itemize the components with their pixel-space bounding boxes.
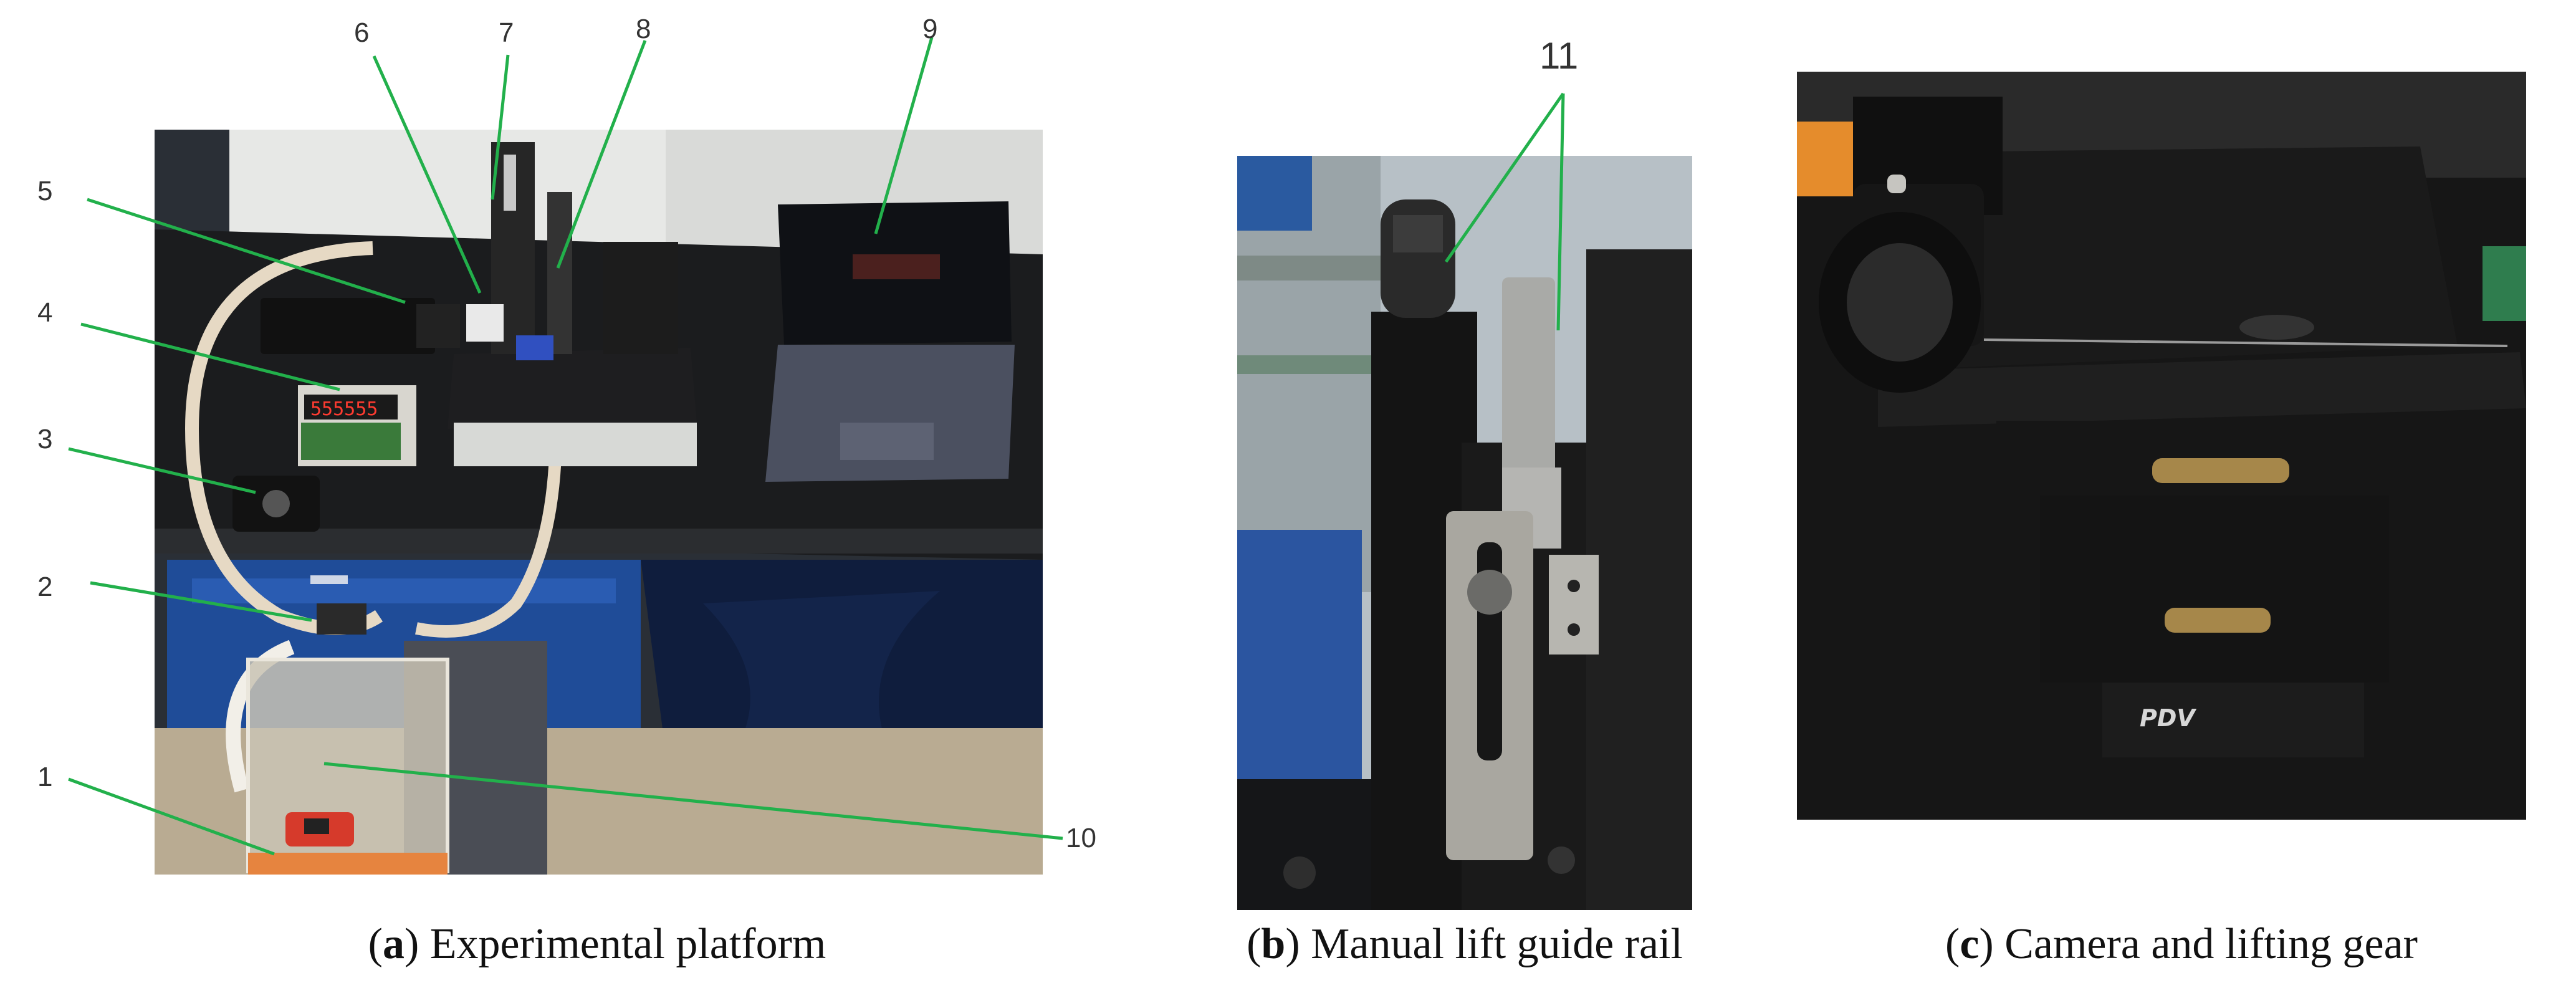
photo-manual-lift-guide-rail bbox=[1237, 156, 1692, 910]
label-8: 8 bbox=[636, 14, 651, 44]
caption-c: (c) Camera and lifting gear bbox=[1945, 920, 2418, 968]
label-4: 4 bbox=[37, 297, 53, 328]
photo-experimental-platform: 555555 bbox=[155, 130, 1043, 875]
caption-b: (b) Manual lift guide rail bbox=[1247, 920, 1683, 968]
digital-display-readout: 555555 bbox=[310, 398, 378, 420]
label-9: 9 bbox=[922, 14, 938, 44]
caption-a-letter: a bbox=[382, 920, 405, 968]
label-6: 6 bbox=[354, 17, 370, 48]
caption-b-letter: b bbox=[1261, 920, 1286, 968]
label-1: 1 bbox=[37, 762, 53, 792]
caption-c-text: Camera and lifting gear bbox=[2004, 920, 2418, 968]
label-11: 11 bbox=[1539, 35, 1579, 77]
caption-a-text: Experimental platform bbox=[429, 920, 826, 968]
photo-camera-and-lifting-gear: PDV bbox=[1797, 72, 2526, 820]
label-2: 2 bbox=[37, 572, 53, 602]
label-3: 3 bbox=[37, 424, 53, 454]
label-10: 10 bbox=[1066, 823, 1096, 853]
caption-b-text: Manual lift guide rail bbox=[1311, 920, 1683, 968]
caption-a: (a) Experimental platform bbox=[368, 920, 826, 968]
label-5: 5 bbox=[37, 176, 53, 206]
caption-c-letter: c bbox=[1960, 920, 1980, 968]
label-7: 7 bbox=[499, 17, 514, 48]
stage-brand-label: PDV bbox=[2140, 704, 2196, 732]
